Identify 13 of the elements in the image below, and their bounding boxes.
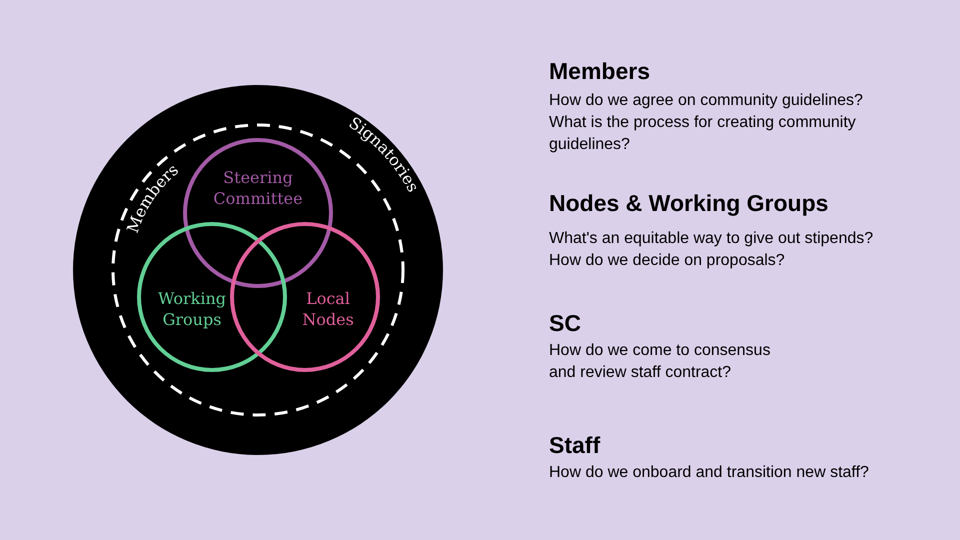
circle-label: Steering Committee (212, 167, 304, 209)
question-text: What's an equitable way to give out stipends? How do we decide on proposals? (549, 229, 874, 271)
circle-label: Local Nodes (301, 288, 355, 330)
section-heading: Nodes & Working Groups (549, 190, 830, 217)
question-text: How do we onboard and transition new staff? (549, 463, 870, 483)
question-text: How do we agree on community guidelines? What is the process for creating community guidelines? (549, 91, 864, 155)
section-heading: SC (549, 310, 582, 337)
group-circle (230, 222, 380, 372)
section-heading: Members (549, 58, 651, 85)
circle-label: Working Groups (157, 288, 227, 330)
section-heading: Staff (549, 432, 602, 459)
question-text: How do we come to consensus and review staff contract? (549, 341, 772, 383)
group-circle (183, 138, 333, 288)
